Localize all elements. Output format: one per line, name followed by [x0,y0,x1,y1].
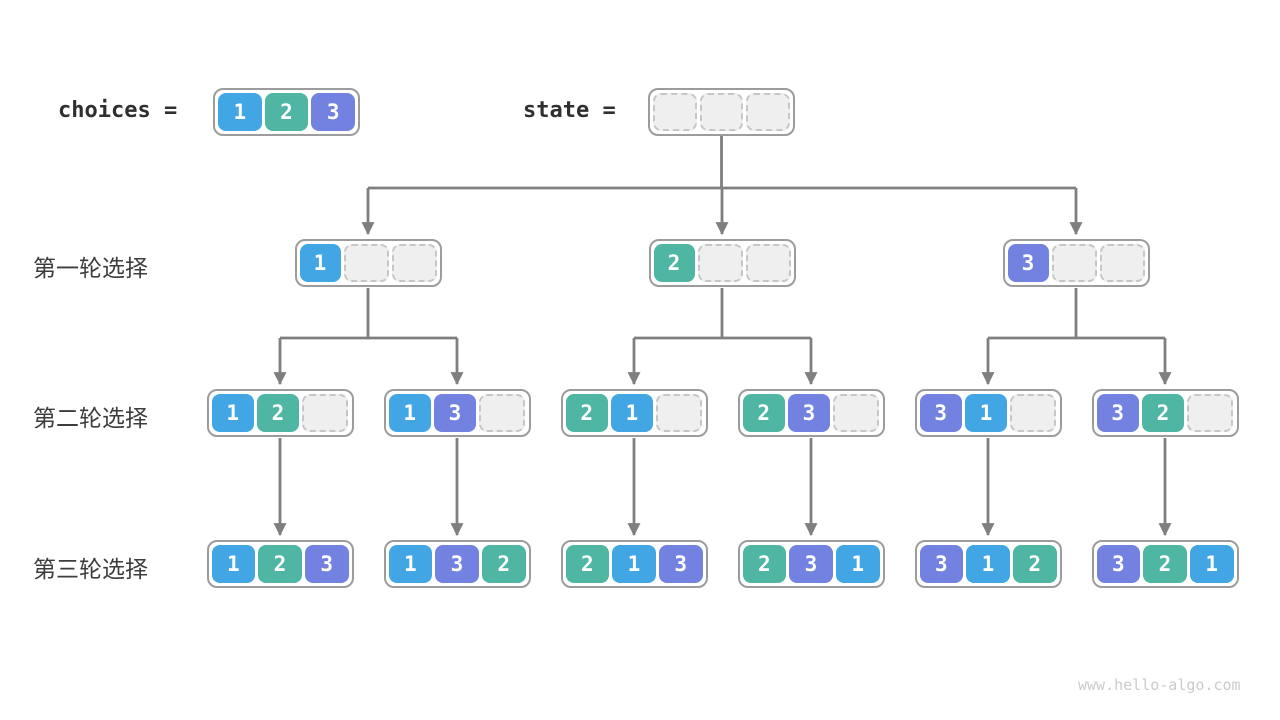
value-cell: 2 [1012,545,1057,583]
site-watermark: www.hello-algo.com [1078,676,1241,694]
value-cell: 1 [218,93,262,131]
value-cell: 1 [388,394,431,432]
round-1-array: 2 [648,239,796,287]
value-cell: 2 [1141,394,1185,432]
empty-slot [745,244,791,282]
value-cell: 1 [388,545,433,583]
value-cell: 1 [211,545,256,583]
empty-slot [699,93,744,131]
value-cell: 1 [835,545,880,583]
empty-slot [653,93,697,131]
value-cell: 1 [964,394,1008,432]
value-cell: 2 [264,93,309,131]
value-cell: 1 [966,545,1010,583]
value-cell: 2 [481,545,526,583]
value-cell: 1 [211,394,254,432]
value-cell: 1 [1189,545,1234,583]
value-cell: 1 [299,244,341,282]
state-array [648,88,795,136]
value-cell: 3 [1007,244,1049,282]
empty-slot [1187,394,1234,432]
value-cell: 2 [653,244,695,282]
value-cell: 2 [565,394,608,432]
value-cell: 1 [610,394,654,432]
empty-slot [746,93,791,131]
value-cell: 2 [742,545,787,583]
value-cell: 2 [258,545,302,583]
value-cell: 1 [612,545,656,583]
empty-slot [656,394,703,432]
empty-slot [391,244,437,282]
value-cell: 2 [742,394,785,432]
value-cell: 3 [435,545,479,583]
state-label: state = [523,98,616,123]
value-cell: 3 [919,394,962,432]
value-cell: 3 [304,545,349,583]
empty-slot [343,244,389,282]
value-cell: 3 [658,545,703,583]
empty-slot [1099,244,1145,282]
empty-slot [302,394,349,432]
value-cell: 3 [1096,394,1139,432]
empty-slot [1051,244,1097,282]
empty-slot [1010,394,1057,432]
value-cell: 3 [311,93,356,131]
round-3-label: 第三轮选择 [33,556,148,582]
round-1-label: 第一轮选择 [33,255,148,281]
round-1-array: 3 [1002,239,1150,287]
empty-slot [833,394,880,432]
value-cell: 3 [787,394,831,432]
value-cell: 2 [565,545,610,583]
value-cell: 3 [1096,545,1141,583]
round-1-array: 1 [294,239,442,287]
value-cell: 2 [1143,545,1187,583]
choices-label: choices = [58,98,178,123]
value-cell: 2 [256,394,300,432]
value-cell: 3 [789,545,833,583]
empty-slot [479,394,526,432]
round-2-label: 第二轮选择 [33,405,148,431]
value-cell: 3 [919,545,964,583]
empty-slot [697,244,743,282]
value-cell: 3 [433,394,477,432]
